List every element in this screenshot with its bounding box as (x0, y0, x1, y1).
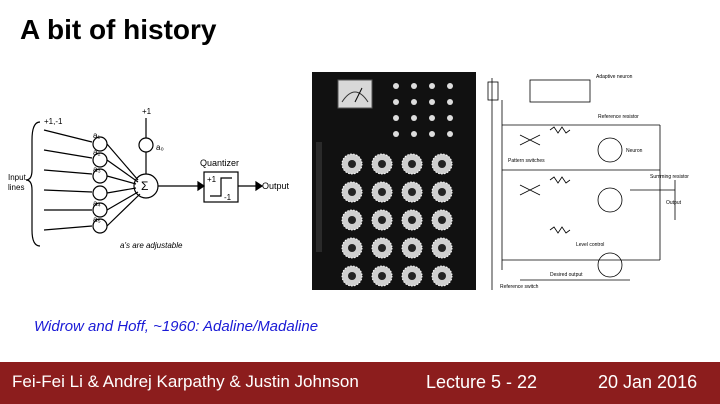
footer-lecture: Lecture 5 - 22 (426, 372, 538, 392)
machine-knob-center (438, 188, 446, 196)
machine-knob-center (348, 188, 356, 196)
machine-switch (429, 83, 435, 89)
machine-knob-center (408, 244, 416, 252)
footer-bar: Fei-Fei Li & Andrej Karpathy & Justin Jo… (0, 362, 720, 404)
machine-knob-center (378, 216, 386, 224)
adjustable-note: a's are adjustable (120, 241, 183, 250)
adaline-machine-photo (312, 72, 476, 290)
sum-symbol: Σ (141, 179, 148, 193)
weight-label-4: a₄ (93, 199, 101, 208)
circuit-label-output: Output (666, 200, 682, 206)
input-label-1: Input (8, 173, 27, 182)
machine-knob-center (408, 188, 416, 196)
machine-knob-center (408, 160, 416, 168)
machine-switch (411, 83, 417, 89)
quantizer-plus: +1 (207, 175, 217, 184)
machine-knob-center (348, 160, 356, 168)
machine-switch (411, 115, 417, 121)
machine-knob-center (378, 272, 386, 280)
machine-knob-center (378, 160, 386, 168)
output-label: Output (262, 181, 290, 191)
machine-knob-center (438, 244, 446, 252)
machine-knob-center (438, 160, 446, 168)
weight-label-5: a₅ (93, 215, 101, 224)
bias-label: +1 (142, 107, 152, 116)
machine-knob-center (378, 188, 386, 196)
machine-switch (411, 131, 417, 137)
machine-knob-center (348, 272, 356, 280)
machine-switch (393, 83, 399, 89)
slide-title: A bit of history (20, 14, 217, 45)
machine-switch (393, 99, 399, 105)
weight-label-2: a₂ (93, 148, 101, 157)
machine-knob-center (378, 244, 386, 252)
machine-switch (447, 99, 453, 105)
machine-switch (447, 131, 453, 137)
machine-knob-center (438, 272, 446, 280)
footer-authors: Fei-Fei Li & Andrej Karpathy & Justin Jo… (12, 372, 359, 391)
circuit-label-desired-output: Desired output (550, 272, 583, 278)
machine-knob-center (348, 244, 356, 252)
circuit-label-neuron: Neuron (626, 148, 643, 154)
machine-switch (411, 99, 417, 105)
machine-switch (393, 131, 399, 137)
machine-switch (447, 83, 453, 89)
machine-knob-center (408, 216, 416, 224)
slide-caption: Widrow and Hoff, ~1960: Adaline/Madaline (34, 318, 319, 335)
circuit-label-reference-switch: Reference switch (500, 284, 539, 290)
machine-switch (429, 99, 435, 105)
bias-weight-label: a₀ (156, 143, 164, 152)
input-label-2: lines (8, 183, 24, 192)
circuit-label-reference-resistor: Reference resistor (598, 114, 639, 120)
footer-date: 20 Jan 2016 (598, 372, 698, 392)
machine-switch (429, 115, 435, 121)
quantizer-label: Quantizer (200, 158, 239, 168)
circuit-label-pattern-switches: Pattern switches (508, 158, 545, 164)
circuit-diagram: Adaptive neuron Reference resistor Neuro… (487, 74, 689, 290)
weight-label-1: a₁ (93, 131, 100, 140)
circuit-label-adaptive-neuron: Adaptive neuron (596, 74, 633, 80)
quantizer-minus: -1 (224, 193, 232, 202)
circuit-label-level-control: Level control (576, 242, 604, 248)
machine-knob-center (408, 272, 416, 280)
circuit-label-summing-resistor: Summing resistor (650, 174, 689, 180)
weight-label-3: a₃ (93, 165, 101, 174)
machine-switch (429, 131, 435, 137)
machine-knob-center (348, 216, 356, 224)
input-top-label: +1,-1 (44, 117, 63, 126)
machine-knob-center (438, 216, 446, 224)
adaline-diagram: Input lines +1,-1 +1 a₁ a₂ a₃ a₄ a₅ a₀ Σ… (8, 107, 290, 250)
machine-switch (393, 115, 399, 121)
machine-switch (447, 115, 453, 121)
